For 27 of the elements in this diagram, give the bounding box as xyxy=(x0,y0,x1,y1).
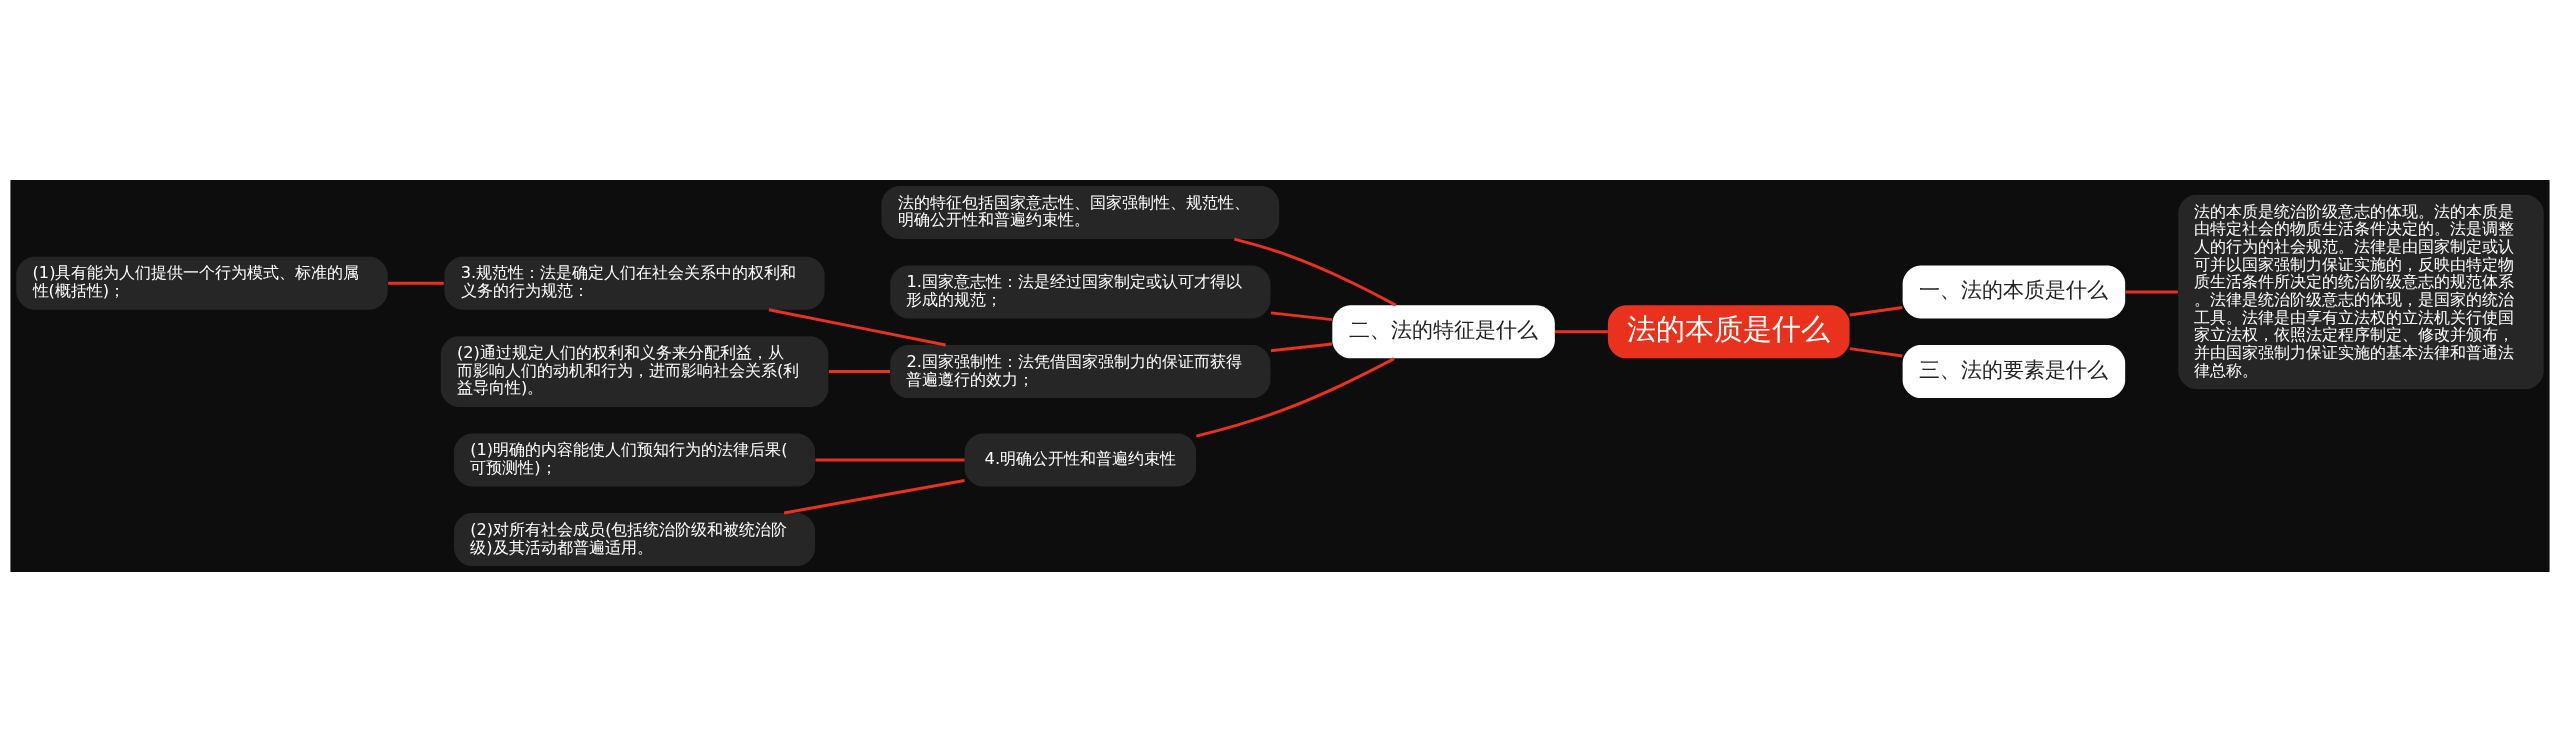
connector xyxy=(1270,342,1333,352)
node-box: 2.国家强制性：法凭借国家强制力的保证而获得普遍遵行的效力； xyxy=(890,344,1271,398)
connector xyxy=(815,458,965,461)
node-box: 二、法的特征是什么 xyxy=(1332,304,1555,358)
connector xyxy=(388,281,444,285)
node-box: (2)通过规定人们的权利和义务来分配利益，从而影响人们的动机和行为，进而影响社会关系(利益导向性)。 xyxy=(440,335,829,407)
node-box: (2)对所有社会成员(包括统治阶级和被统治阶级)及其活动都普遍适用。 xyxy=(454,512,816,566)
connector xyxy=(1233,237,1397,306)
node-box: 一、法的本质是什么 xyxy=(1902,264,2126,319)
connector xyxy=(1270,310,1333,321)
node-box: (1)明确的内容能使人们预知行为的法律后果(可预测性)； xyxy=(454,432,816,487)
node-box: 1.国家意志性：法是经过国家制定或认可才得以形成的规范； xyxy=(890,264,1271,319)
connector xyxy=(768,307,946,346)
node-box: 法的特征包括国家意志性、国家强制性、规范性、明确公开性和普遍约束性。 xyxy=(881,185,1280,239)
node-box: 3.规范性：法是确定人们在社会关系中的权利和义务的行为规范： xyxy=(444,256,825,310)
connector xyxy=(783,478,965,514)
node-box: 法的本质是统治阶级意志的体现。法的本质是由特定社会的物质生活条件决定的。法是调整人的行为的社会规范。法律是由国家制定或认可并以国家强制力保证实施的，反映由特定物质生活条件所决定的统治阶级意志的规范体系。法律是统治阶级意志的体现，是国家的统治工具。法律是由享有立法权的立法机关行使国家立法权，依照法定程序制定、修改并颁布，并由国家强制力保证实施的基本法律和普通法律总称。 xyxy=(2178,194,2544,389)
node-box: 4.明确公开性和普遍约束性 xyxy=(964,432,1196,487)
connector xyxy=(2125,290,2178,293)
connector xyxy=(1849,305,1903,316)
connector xyxy=(828,369,891,373)
connector xyxy=(1195,356,1395,438)
node-box: 法的本质是什么 xyxy=(1607,304,1850,358)
node-box: 三、法的要素是什么 xyxy=(1902,344,2126,398)
connector xyxy=(1849,346,1903,358)
node-box: (1)具有能为人们提供一个行为模式、标准的属性(概括性)； xyxy=(16,256,388,310)
connector xyxy=(1554,329,1608,333)
